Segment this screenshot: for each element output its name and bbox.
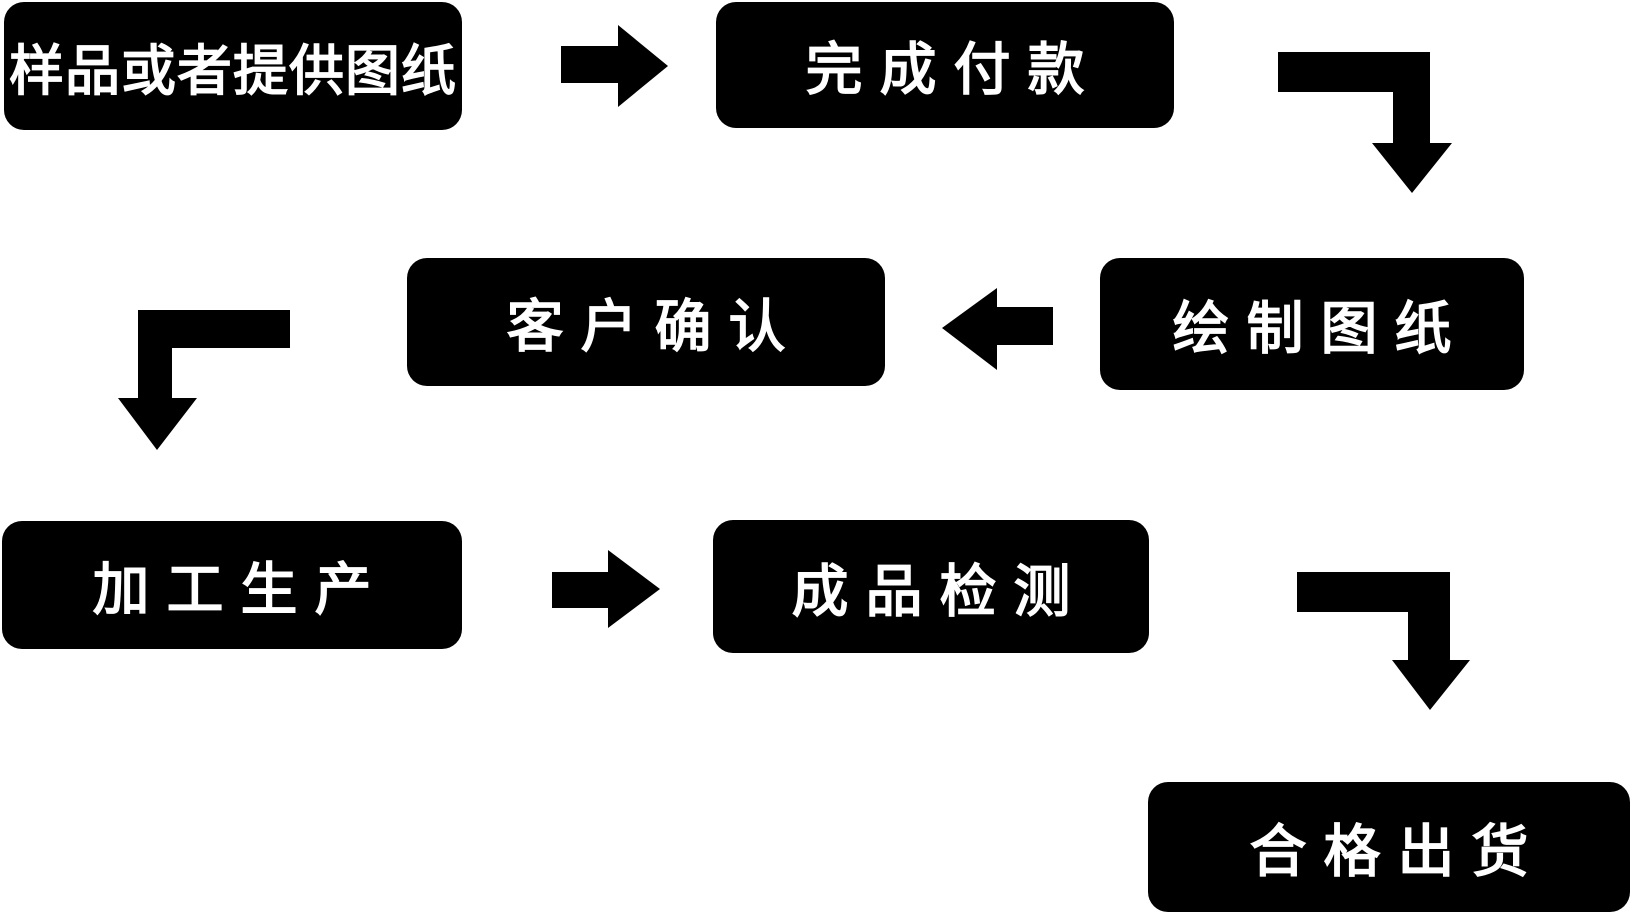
- flow-node-shipment: 合格出货: [1148, 782, 1630, 912]
- flow-node-production: 加工生产: [2, 521, 462, 649]
- flow-node-production-label: 加工生产: [92, 557, 389, 623]
- flow-node-inspection: 成品检测: [713, 520, 1149, 653]
- flow-node-customer-confirm-label: 客户确认: [506, 294, 803, 360]
- arrow-inspection-to-shipment-icon: [1297, 572, 1470, 710]
- flow-node-payment: 完成付款: [716, 2, 1174, 128]
- flow-node-sample: 样品或者提供图纸: [4, 2, 462, 130]
- flow-node-shipment-label: 合格出货: [1249, 819, 1546, 885]
- flow-node-payment-label: 完成付款: [805, 37, 1102, 103]
- flow-node-draw-drawings-label: 绘制图纸: [1172, 296, 1469, 362]
- arrow-payment-to-draw-icon: [1278, 52, 1452, 193]
- flow-node-draw-drawings: 绘制图纸: [1100, 258, 1524, 390]
- flow-node-sample-label: 样品或者提供图纸: [8, 39, 457, 103]
- arrow-confirm-to-production-icon: [118, 310, 290, 450]
- arrow-sample-to-payment-icon: [561, 25, 668, 107]
- flow-node-inspection-label: 成品检测: [791, 558, 1088, 625]
- flow-node-customer-confirm: 客户确认: [407, 258, 885, 386]
- arrow-draw-to-confirm-icon: [942, 288, 1053, 370]
- arrow-production-to-inspection-icon: [552, 550, 660, 628]
